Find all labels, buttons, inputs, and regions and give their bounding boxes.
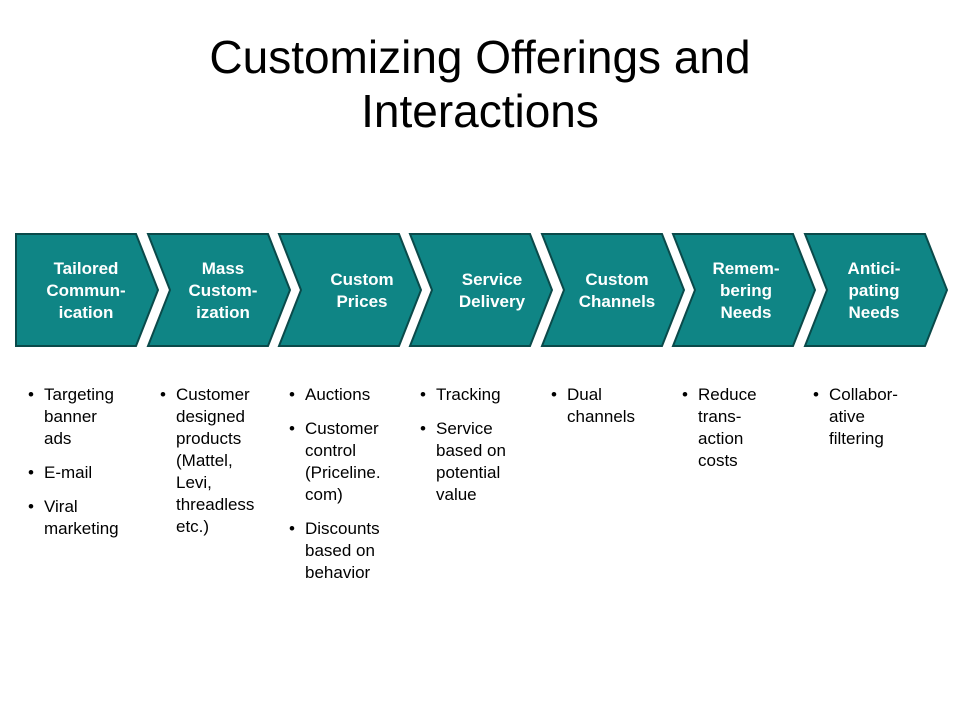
bullet-text-line: designed [176, 407, 246, 426]
bullet-text-line: threadless [176, 495, 255, 514]
bullet-text-line: Auctions [305, 385, 371, 404]
bullet-item: Customer designed products (Mattel, Levi, thr… [160, 384, 254, 538]
bullet-text-line: Collabor- [829, 385, 898, 404]
bullet-list-7: Collabor-ative filtering [813, 384, 898, 462]
chevron-shape [15, 233, 160, 347]
bullet-text-line: behavior [305, 563, 371, 582]
bullet-item: Targeting banner ads [28, 384, 119, 450]
bullet-text-line: etc.) [176, 517, 210, 536]
chevron-label-line: Custom [330, 270, 393, 289]
bullet-item: Discounts based on behavior [289, 518, 381, 584]
chevron-label-line: Tailored [54, 259, 119, 278]
bullet-text-line: Levi, [176, 473, 212, 492]
slide-title: Customizing Offerings and Interactions [80, 30, 880, 138]
bullet-text-line: potential [436, 463, 501, 482]
bullet-item: Service based on potential value [420, 418, 506, 506]
bullet-item: Customer control (Priceline. com) [289, 418, 381, 506]
bullet-text-line: Service [436, 419, 493, 438]
chevron-label-line: Mass [202, 259, 245, 278]
bullet-list-5: Dual channels [551, 384, 635, 440]
chevron-label-line: pating [849, 281, 900, 300]
chevron-label-line: Service [462, 270, 523, 289]
bullet-item: Reduce trans-action costs [682, 384, 757, 472]
title-line-1: Customizing Offerings and [209, 31, 751, 83]
chevron-label-line: Needs [848, 303, 899, 322]
bullet-text-line: filtering [829, 429, 884, 448]
chevron-shape [540, 233, 686, 347]
chevron-label-line: ization [196, 303, 250, 322]
chevron-shape [671, 233, 817, 347]
bullet-item: Auctions [289, 384, 381, 406]
bullet-text-line: ative [829, 407, 865, 426]
chevron-label-line: Channels [579, 292, 656, 311]
bullet-text-line: control [305, 441, 357, 460]
chevron-label-line: Antici- [848, 259, 901, 278]
bullet-text-line: Dual [567, 385, 602, 404]
bullet-list-4: TrackingService based on potential value [420, 384, 506, 518]
chevron-label-line: Commun- [46, 281, 125, 300]
bullet-item: Viral marketing [28, 496, 119, 540]
chevron-label-line: bering [720, 281, 772, 300]
chevron-label-line: Remem- [712, 259, 779, 278]
chevron-label-line: Delivery [459, 292, 526, 311]
title-line-2: Interactions [361, 85, 599, 137]
bullet-text-line: Customer [305, 419, 379, 438]
bullet-text-line: action [698, 429, 744, 448]
bullet-text-line: (Mattel, [176, 451, 233, 470]
bullet-text-line: Viral [44, 497, 78, 516]
bullet-text-line: Discounts [305, 519, 380, 538]
bullet-list-6: Reduce trans-action costs [682, 384, 757, 484]
chevron-label-line: Prices [336, 292, 387, 311]
bullet-text-line: based on [305, 541, 375, 560]
chevron-label-line: Custom- [189, 281, 258, 300]
bullet-text-line: (Priceline. [305, 463, 381, 482]
bullet-text-line: Customer [176, 385, 250, 404]
bullet-text-line: value [436, 485, 477, 504]
bullet-text-line: E-mail [44, 463, 93, 482]
bullet-text-line: com) [305, 485, 343, 504]
bullet-text-line: based on [436, 441, 506, 460]
bullet-item: E-mail [28, 462, 119, 484]
bullet-text-line: trans- [698, 407, 742, 426]
bullet-text-line: channels [567, 407, 636, 426]
bullet-item: Tracking [420, 384, 506, 406]
chevron-shape [408, 233, 554, 347]
chevron-shape [277, 233, 423, 347]
bullet-text-line: marketing [44, 519, 119, 538]
bullet-item: Dual channels [551, 384, 635, 428]
chevron-shape [146, 233, 292, 347]
bullet-text-line: banner [44, 407, 97, 426]
chevron-shape [803, 233, 949, 347]
chevron-label-line: Custom [585, 270, 648, 289]
bullet-text-line: costs [698, 451, 738, 470]
bullet-text-line: products [176, 429, 242, 448]
bullet-list-3: AuctionsCustomer control (Priceline. com) Di… [289, 384, 381, 596]
bullet-text-line: Reduce [698, 385, 757, 404]
bullet-list-2: Customer designed products (Mattel, Levi, thr… [160, 384, 254, 550]
chevron-label-line: Needs [720, 303, 771, 322]
bullet-list-1: Targeting banner adsE-mailViral marketing [28, 384, 119, 552]
bullet-text-line: Tracking [436, 385, 501, 404]
bullet-item: Collabor-ative filtering [813, 384, 898, 450]
bullet-text-line: ads [44, 429, 72, 448]
chevron-label-line: ication [59, 303, 114, 322]
bullet-text-line: Targeting [44, 385, 114, 404]
